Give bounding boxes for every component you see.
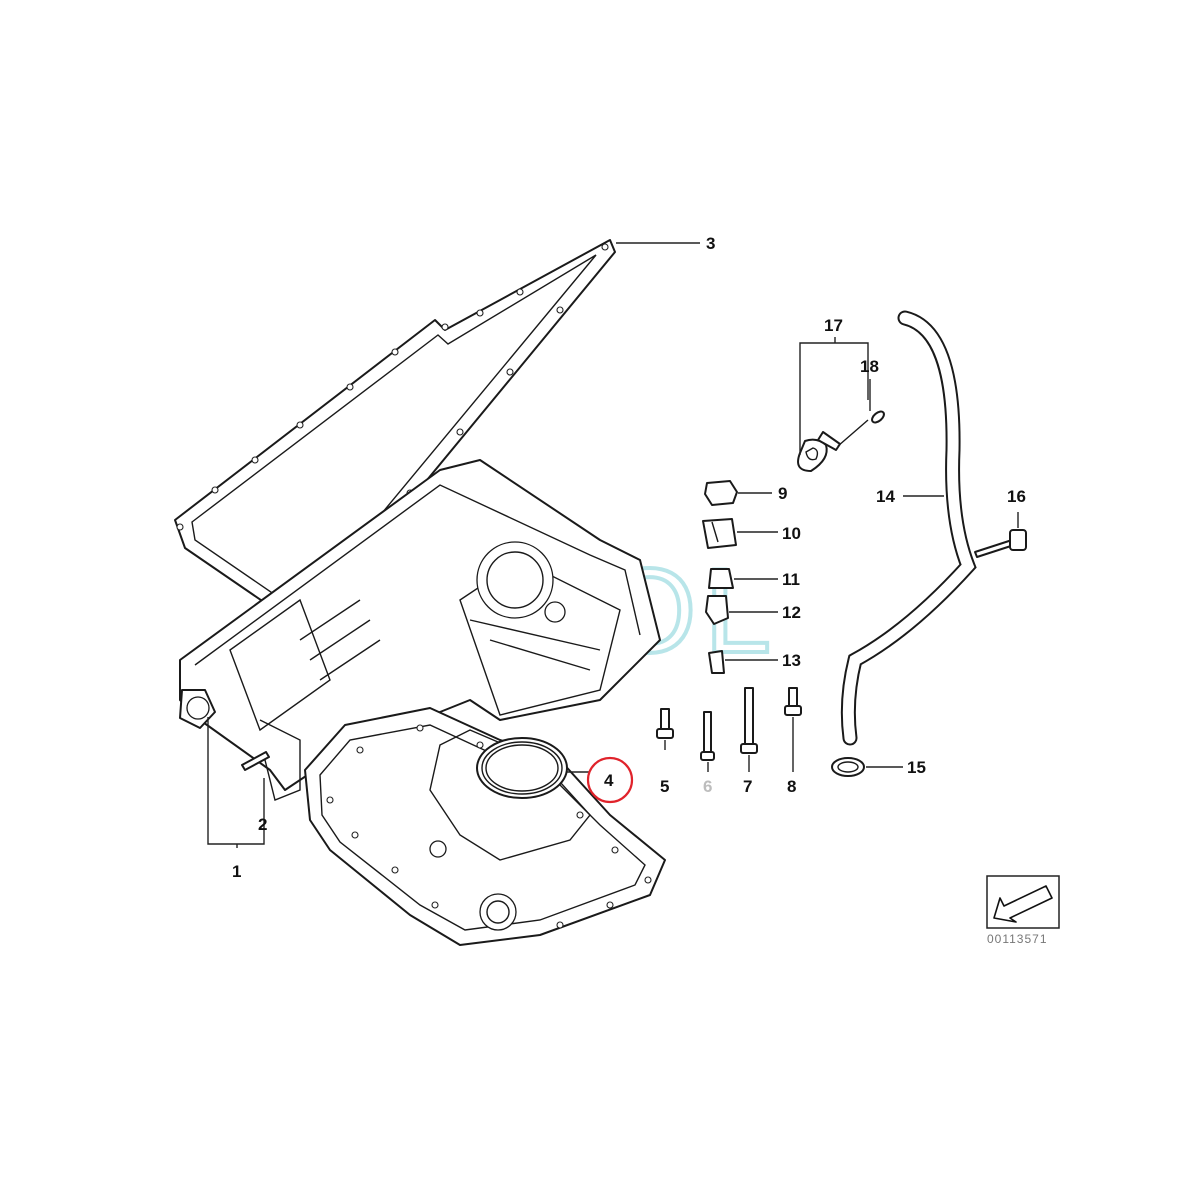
callout-16[interactable]: 16	[1007, 487, 1026, 506]
part-bolt-8	[784, 687, 802, 716]
part-shaft-seal	[476, 737, 568, 799]
part-bolt-6	[700, 711, 715, 761]
part-holder-13	[708, 650, 725, 674]
callout-8[interactable]: 8	[787, 777, 796, 796]
callout-labels: 1 2 3 4 5 6 7 8 9 10 11 12 13 14 15 16 1…	[232, 234, 1026, 881]
part-lower-cover	[304, 707, 666, 946]
callout-12[interactable]: 12	[782, 603, 801, 622]
part-sleeve-11	[708, 568, 734, 589]
callout-9[interactable]: 9	[778, 484, 787, 503]
reference-code: 00113571	[987, 932, 1048, 946]
part-bolt-16	[974, 529, 1027, 558]
part-oil-pan	[179, 459, 661, 801]
callout-4[interactable]: 4	[604, 771, 614, 790]
callout-2[interactable]: 2	[258, 815, 267, 834]
part-bolt-7	[740, 687, 758, 754]
part-o-ring-15	[831, 757, 865, 777]
callout-4-highlight	[586, 756, 634, 804]
callout-13[interactable]: 13	[782, 651, 801, 670]
leader-lines	[207, 242, 1019, 848]
callout-11[interactable]: 11	[782, 570, 800, 589]
callout-18[interactable]: 18	[860, 357, 879, 376]
callout-3[interactable]: 3	[706, 234, 715, 253]
part-dipstick-17	[797, 419, 869, 472]
part-bushing-10	[702, 518, 737, 549]
callout-10[interactable]: 10	[782, 524, 801, 543]
callout-15[interactable]: 15	[907, 758, 926, 777]
part-guide-12	[705, 595, 729, 625]
callout-5[interactable]: 5	[660, 777, 669, 796]
part-clip-9	[704, 480, 738, 506]
direction-arrow-icon	[993, 885, 1053, 923]
part-dipstick-guide-tube	[840, 310, 977, 746]
callout-17[interactable]: 17	[824, 316, 843, 335]
callout-1[interactable]: 1	[232, 862, 241, 881]
part-oil-pan-gasket	[174, 239, 616, 629]
orientation-indicator: 00113571	[986, 875, 1060, 946]
callout-14[interactable]: 14	[876, 487, 895, 506]
part-bolt-5	[656, 708, 674, 739]
part-dowel-pin	[241, 751, 270, 771]
part-seal-ring-18	[871, 410, 885, 424]
callout-7[interactable]: 7	[743, 777, 752, 796]
callout-6[interactable]: 6	[703, 777, 712, 796]
